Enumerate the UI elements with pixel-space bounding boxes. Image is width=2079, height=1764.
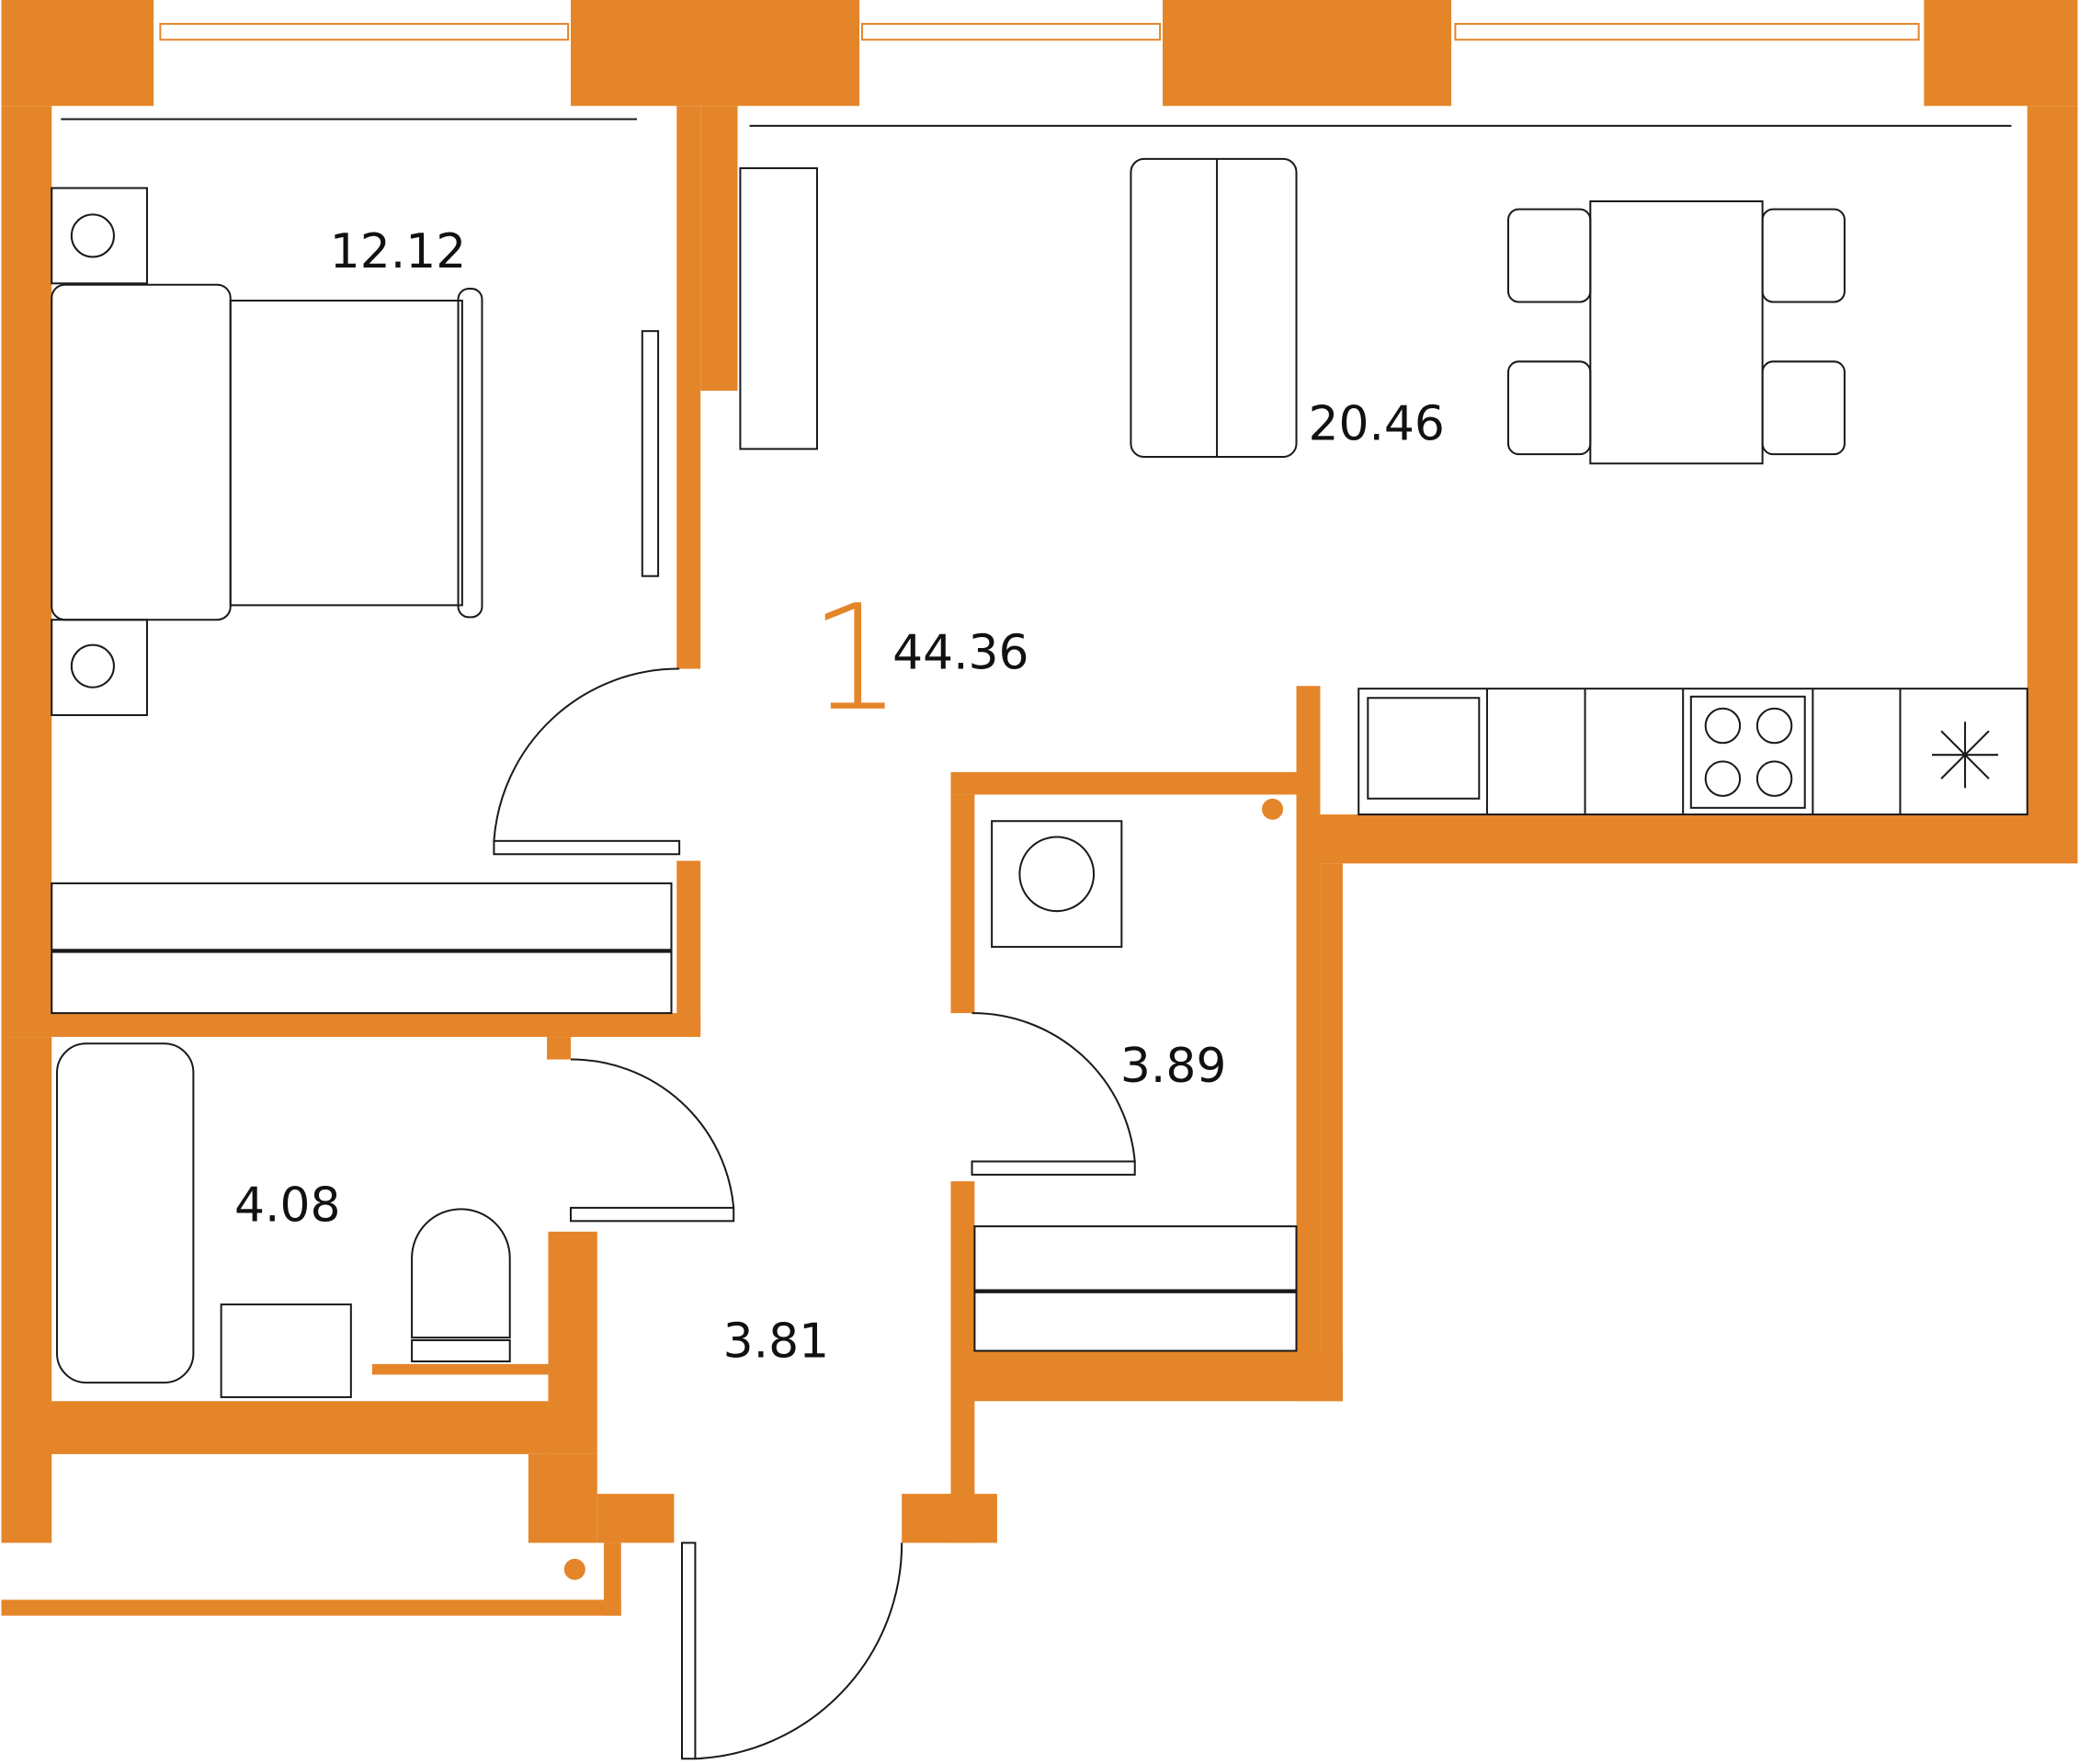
tv-stand — [641, 166, 818, 577]
living-area-label: 20.46 — [1308, 396, 1444, 451]
laundry — [991, 820, 1123, 949]
hallway-area-label: 3.81 — [723, 1314, 829, 1370]
room-count: 1 — [809, 575, 902, 744]
wardrobes — [51, 882, 1298, 1352]
bed — [51, 187, 483, 716]
doors — [493, 667, 1136, 1760]
sofa — [1130, 157, 1298, 459]
laundry-area-label: 3.89 — [1120, 1039, 1226, 1094]
walls — [1, 0, 2078, 1616]
bathroom-area-label: 4.08 — [234, 1178, 340, 1233]
curtains — [61, 118, 2012, 127]
dining-table — [1506, 199, 1846, 465]
bedroom-area-label: 12.12 — [330, 224, 466, 279]
kitchen-counter — [1358, 688, 2028, 816]
windows — [159, 22, 1920, 41]
bathroom-fixtures — [55, 1042, 511, 1398]
total-area-label: 44.36 — [892, 626, 1028, 681]
